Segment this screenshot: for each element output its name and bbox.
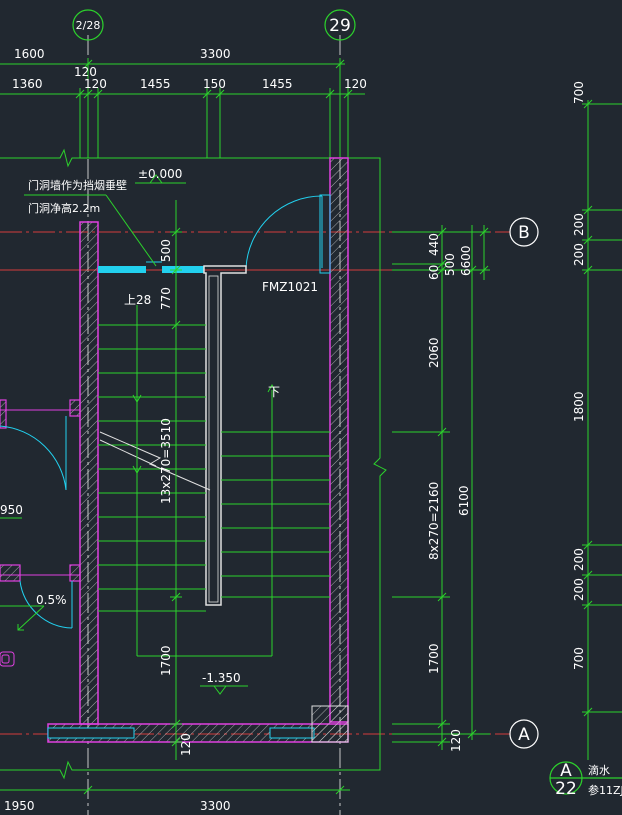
dim-8x270: 8x270=2160 (427, 482, 441, 560)
dim-1600: 1600 (14, 47, 45, 61)
grid-lines (0, 35, 510, 815)
dim-1700-inner: 1700 (159, 645, 173, 676)
right-dims (392, 225, 490, 750)
dim-60: 60 (427, 265, 441, 280)
stair-treads-right (221, 431, 330, 598)
axis-bubble-b: B (509, 217, 539, 247)
dim-120-a: 120 (74, 65, 97, 79)
dim-far-200-c: 200 (572, 548, 586, 571)
dim-far-200-a: 200 (572, 213, 586, 236)
axis-bubble-29: 29 (324, 9, 356, 41)
dim-2060: 2060 (427, 337, 441, 368)
detail-sheet: 22 (555, 779, 577, 799)
detail-text-drip: 滴水 (588, 763, 610, 777)
dim-120-right: 120 (449, 729, 463, 752)
floor-drain (0, 651, 15, 667)
stair-treads-left (98, 324, 206, 612)
dim-1950: 1950 (4, 799, 35, 813)
inner-dims (170, 200, 182, 760)
elevation-top: ±0.000 (138, 167, 182, 181)
outer-frame (0, 148, 387, 780)
detail-text-ref: 参11ZJ (588, 783, 622, 797)
dim-1455-a: 1455 (140, 77, 171, 91)
door-fmz1021 (245, 194, 331, 274)
dim-1360: 1360 (12, 77, 43, 91)
axis-label-29: 29 (329, 16, 351, 36)
dim-1455-b: 1455 (262, 77, 293, 91)
dim-770: 770 (159, 287, 173, 310)
dim-3300-bottom: 3300 (200, 799, 231, 813)
stair-down-label: 下 (268, 385, 280, 399)
stair-break-line (99, 431, 211, 491)
dim-6100: 6100 (457, 485, 471, 516)
axis-label-b: B (518, 223, 530, 243)
left-room-door (0, 416, 73, 629)
axis-label-2-28: 2/28 (76, 19, 101, 32)
dim-1700-right: 1700 (427, 643, 441, 674)
dim-150: 150 (203, 77, 226, 91)
dim-far-200-d: 200 (572, 578, 586, 601)
dim-far-200-b: 200 (572, 243, 586, 266)
dim-440: 440 (427, 233, 441, 256)
elevation-bottom-mark (200, 685, 248, 695)
axis-bubble-2-28: 2/28 (72, 9, 104, 41)
note-door-height: 门洞净高2.2m (28, 201, 100, 215)
dim-120-c: 120 (344, 77, 367, 91)
door-label: FMZ1021 (262, 280, 318, 294)
dim-120-inner: 120 (179, 733, 193, 756)
dim-500-right: 500 (443, 253, 457, 276)
detail-number: A (560, 761, 572, 781)
partial-dim-950: 950 (0, 503, 23, 517)
axis-bubble-a: A (509, 719, 539, 749)
far-right-dims (582, 99, 622, 760)
walls (0, 157, 349, 743)
note-leader (24, 174, 186, 267)
dim-far-1800: 1800 (572, 391, 586, 422)
slope-label: 0.5% (36, 593, 67, 607)
stair-up-label: 上28 (124, 293, 151, 307)
dim-far-700-bottom: 700 (572, 647, 586, 670)
dim-500: 500 (159, 239, 173, 262)
detail-callout (549, 761, 622, 795)
dim-stair-run: 13x270=3510 (159, 418, 173, 504)
dim-120-b: 120 (84, 77, 107, 91)
axis-label-a: A (518, 725, 530, 745)
bottom-dims (0, 785, 350, 795)
slope-arrow (0, 605, 45, 631)
stair-center-wall (203, 265, 247, 606)
smoke-barrier (98, 261, 204, 273)
dim-6600: 6600 (459, 245, 473, 276)
elevation-bottom: -1.350 (202, 671, 241, 685)
top-dimensions (0, 58, 365, 158)
dim-3300-top: 3300 (200, 47, 231, 61)
walk-lines (132, 305, 277, 657)
note-smoke-barrier: 门洞墙作为挡烟垂壁 (28, 178, 127, 192)
dim-far-700-top: 700 (572, 81, 586, 104)
